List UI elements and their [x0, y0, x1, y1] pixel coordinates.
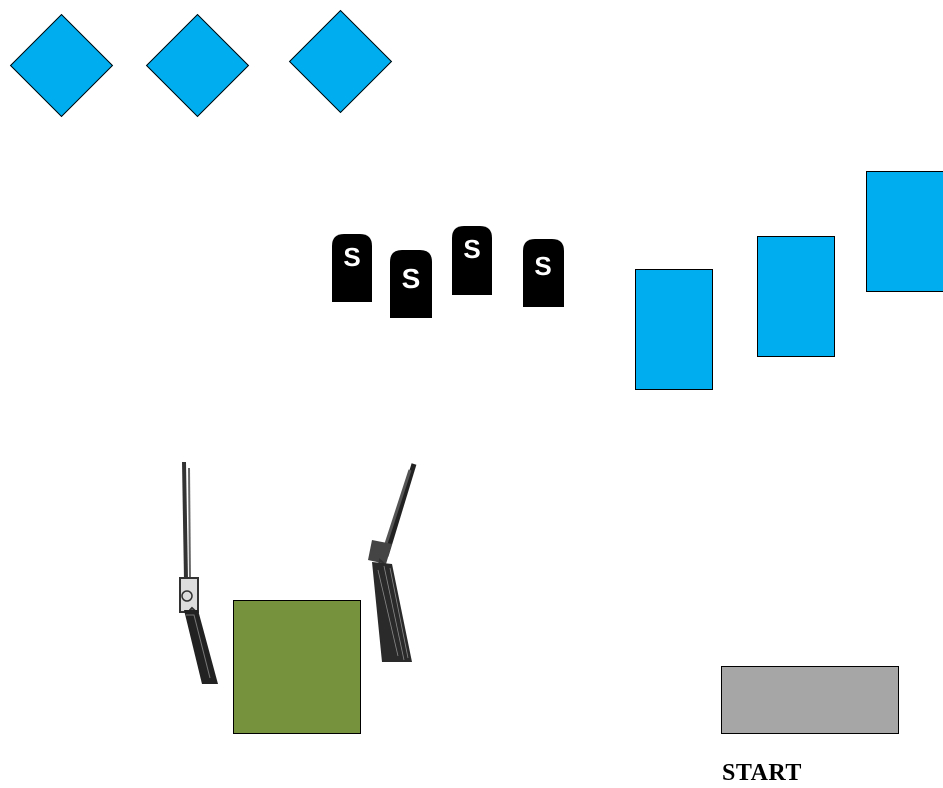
diamond-target-3 — [289, 10, 392, 113]
stage-table — [233, 600, 361, 734]
tombstone-target-2: S — [388, 248, 434, 318]
start-box — [721, 666, 899, 734]
tombstone-target-4: S — [521, 237, 566, 307]
start-label: START — [722, 760, 802, 787]
tombstone-target-3: S — [450, 224, 494, 295]
rifle-icon — [172, 460, 224, 688]
tombstone-letter: S — [463, 234, 480, 264]
shotgun-icon — [362, 460, 420, 666]
rect-target-2 — [757, 236, 835, 357]
diamond-target-2 — [146, 14, 249, 117]
tombstone-letter: S — [343, 242, 360, 272]
tombstone-letter: S — [402, 263, 421, 294]
diamond-target-1 — [10, 14, 113, 117]
tombstone-letter: S — [534, 251, 551, 281]
rect-target-1 — [635, 269, 713, 390]
rect-target-3 — [866, 171, 943, 292]
tombstone-target-1: S — [330, 232, 374, 302]
